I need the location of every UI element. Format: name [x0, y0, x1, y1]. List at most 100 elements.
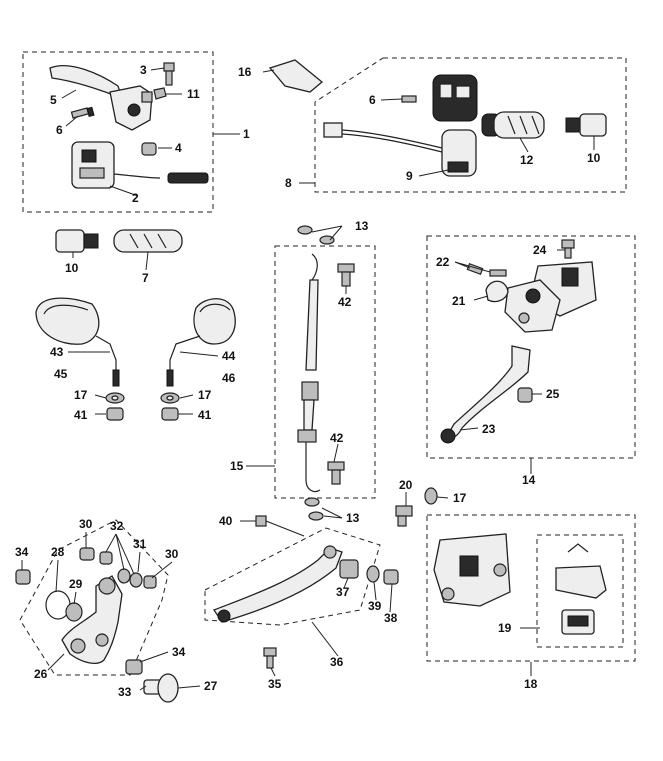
screw-22-part	[466, 263, 507, 277]
callout-20: 20	[399, 478, 413, 492]
bushings-30-32-31-part	[79, 547, 157, 589]
bolt-3-part	[163, 62, 175, 86]
mirror-right-44-part	[166, 298, 236, 387]
callout-43: 43	[50, 345, 64, 359]
leader-lines	[21, 67, 595, 691]
bolt-20-part	[395, 505, 413, 527]
brake-pedal-arm-part	[213, 545, 343, 623]
bar-end-10-left-part	[55, 229, 99, 253]
nut-38-part	[383, 569, 399, 585]
callout-17-left: 17	[74, 388, 88, 402]
callout-17-caliper: 17	[453, 491, 467, 505]
nut-34-upper-part	[15, 569, 31, 585]
brake-lever-part	[49, 65, 153, 131]
bushing-25-part	[517, 387, 533, 403]
washer-17-caliper-part	[424, 487, 438, 505]
callout-35: 35	[268, 677, 282, 691]
lever-guard-16-part	[268, 59, 324, 93]
callout-16: 16	[238, 65, 252, 79]
callout-42-lower: 42	[330, 431, 344, 445]
group-box-15	[274, 245, 376, 499]
callout-39: 39	[368, 599, 382, 613]
mirror-left-43-part	[35, 297, 120, 387]
callout-13-upper: 13	[355, 219, 369, 233]
washer-39-part	[366, 565, 380, 583]
bolt-42-lower-part	[327, 461, 345, 485]
callout-27: 27	[204, 679, 218, 693]
group-box-26	[19, 519, 169, 676]
callout-32: 32	[110, 519, 124, 533]
callout-10-right: 10	[587, 151, 601, 165]
callout-6-right: 6	[369, 93, 376, 107]
callout-3: 3	[140, 63, 147, 77]
callout-24: 24	[533, 243, 547, 257]
bolt-6-part	[70, 106, 95, 119]
screw-35-part	[263, 647, 277, 669]
callout-4: 4	[175, 141, 182, 155]
callout-30-right: 30	[165, 547, 179, 561]
callout-9: 9	[406, 169, 413, 183]
washer-17-left-part	[105, 392, 125, 404]
callout-15: 15	[230, 459, 244, 473]
callout-46: 46	[222, 371, 236, 385]
group-box-1	[22, 51, 214, 213]
callout-6-left: 6	[56, 123, 63, 137]
nut-41-right-part	[161, 407, 179, 421]
callout-13-lower: 13	[346, 511, 360, 525]
callout-41-left: 41	[74, 408, 88, 422]
callout-19: 19	[498, 621, 512, 635]
group-box-18	[426, 514, 636, 662]
callout-11: 11	[187, 87, 200, 101]
wire-harness-part	[323, 122, 443, 153]
brake-pads-19-part	[555, 543, 607, 635]
callout-26: 26	[34, 667, 48, 681]
throttle-grip-12-part	[481, 111, 545, 139]
callout-7: 7	[142, 271, 149, 285]
callout-5: 5	[50, 93, 57, 107]
callout-34-lower: 34	[172, 645, 186, 659]
callout-41-right: 41	[198, 408, 212, 422]
grip-7-part	[113, 229, 183, 253]
bolt-42-upper-part	[337, 263, 355, 287]
callout-42-upper: 42	[338, 295, 352, 309]
group-box-36	[204, 527, 381, 626]
brake-hose-15-part	[297, 253, 321, 493]
callout-28: 28	[51, 545, 65, 559]
switch-housing-2-part	[71, 141, 209, 189]
callout-44: 44	[222, 349, 236, 363]
screw-6-right-part	[401, 95, 417, 103]
callout-38: 38	[384, 611, 398, 625]
bolt-40-part	[255, 515, 305, 537]
washer-13-lower-part	[304, 497, 324, 521]
brake-caliper-part	[433, 533, 511, 607]
clamp-21-part	[485, 280, 509, 303]
callout-14: 14	[522, 473, 536, 487]
callout-25: 25	[546, 387, 560, 401]
callout-12: 12	[520, 153, 534, 167]
brake-lever-23-part	[440, 345, 531, 444]
callout-34-upper: 34	[15, 545, 29, 559]
pedal-bracket-part	[61, 575, 123, 665]
callout-23: 23	[482, 422, 496, 436]
callout-40: 40	[219, 514, 233, 528]
switch-housing-9-part	[432, 74, 478, 177]
spacer-4-part	[141, 142, 157, 156]
callout-17-right: 17	[198, 388, 212, 402]
washer-13-upper-part	[297, 225, 335, 245]
screw-24-part	[561, 239, 575, 259]
callout-36: 36	[330, 655, 344, 669]
callout-1: 1	[243, 127, 250, 141]
callout-2: 2	[132, 191, 139, 205]
group-box-8	[314, 57, 627, 193]
washer-17-right-part	[160, 392, 180, 404]
callout-22: 22	[436, 255, 450, 269]
callout-33: 33	[118, 685, 132, 699]
nut-41-left-part	[106, 407, 124, 421]
bushing-37-part	[339, 559, 359, 579]
callout-10-left: 10	[65, 261, 79, 275]
callout-29: 29	[69, 577, 83, 591]
callout-21: 21	[452, 294, 466, 308]
master-cylinder-part	[504, 261, 597, 333]
screw-11-part	[153, 87, 167, 100]
callout-18: 18	[524, 677, 538, 691]
